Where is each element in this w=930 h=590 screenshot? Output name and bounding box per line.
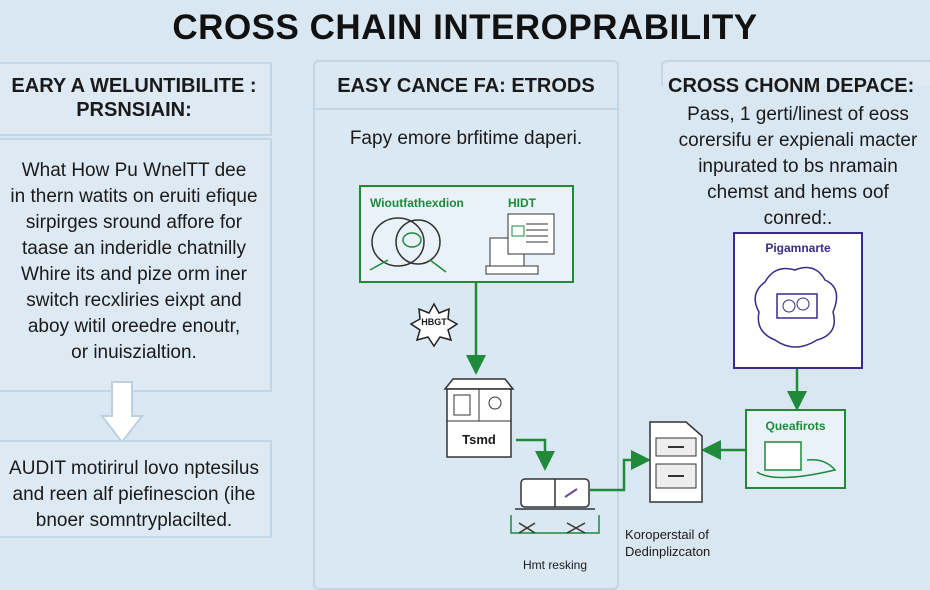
left-bottom-line: and reen alf piefinescion (ihe: [12, 484, 256, 505]
computer-document-icon: [485, 213, 555, 275]
page-title: CROSS CHAIN INTEROPRABILITY: [172, 8, 758, 47]
network-globe-icon: [369, 217, 447, 273]
left-body-line: Whire its and pize orm iner: [21, 264, 247, 285]
green-status-label: Queafirots: [765, 419, 826, 433]
right-body-line: conred:.: [763, 208, 833, 229]
down-arrow-icon: [99, 381, 145, 444]
burst-label: HBGT: [421, 317, 447, 327]
middle-panel-header: EASY CANCE FA: ETRODS: [337, 75, 595, 97]
left-panel-body: What How Pu WnelTT dee in thern watits o…: [0, 138, 272, 392]
cabinet-label: Koroperstail of Dedinplizcaton: [615, 526, 750, 560]
cabinet-label-line: Dedinplizcaton: [625, 544, 711, 559]
green-box-left-label: Wioutfathexdion: [370, 196, 464, 210]
house-node-icon: [443, 378, 515, 458]
left-body-line: taase an inderidle chatnilly: [22, 238, 246, 259]
left-panel-header: EARY A WELUNTIBILITE : PRSNSIAIN:: [0, 62, 272, 136]
left-bottom-line: AUDIT motirirul lovo nptesilus: [9, 458, 259, 479]
cabinet-label-line: Koroperstail of: [625, 527, 709, 542]
left-panel-bottom: AUDIT motirirul lovo nptesilus and reen …: [0, 440, 272, 538]
hub-label: Hmt resking: [522, 558, 587, 572]
house-label: Tsmd: [462, 432, 496, 447]
right-body-line: chemst and hems oof: [707, 182, 889, 203]
green-box-right-label: HIDT: [508, 196, 536, 210]
left-body-line: aboy witil oreedre enoutr,: [27, 316, 241, 337]
hub-device-icon: [510, 478, 600, 534]
right-body-line: Pass, 1 gerti/linest of eoss: [687, 104, 909, 125]
middle-subtitle: Fapy emore brfitime daperi.: [349, 128, 583, 149]
right-panel-body: Pass, 1 gerti/linest of eoss corersifu e…: [666, 102, 930, 232]
file-cabinet-icon: [649, 421, 703, 503]
left-body-line: What How Pu WnelTT dee: [21, 160, 247, 181]
left-body-line: or inuiszialtion.: [71, 342, 197, 363]
left-body-line: sirpirges sround affore for: [25, 212, 243, 233]
right-body-line: inpurated to bs nramain: [698, 156, 898, 177]
cloud-vault-icon: [754, 266, 838, 348]
left-bottom-line: bnoer somntryplacilted.: [35, 510, 233, 531]
connector-lines: [466, 283, 807, 492]
left-body-line: switch recxliries eixpt and: [26, 290, 242, 311]
laptop-icon: [756, 441, 837, 479]
divider: [315, 108, 617, 110]
right-panel-header-box: [661, 60, 930, 86]
right-panel-header: CROSS CHONM DEPACE:: [668, 75, 915, 97]
right-body-line: corersifu er expienali macter: [678, 130, 918, 151]
left-header-text: EARY A WELUNTIBILITE : PRSNSIAIN:: [11, 75, 257, 121]
burst-badge-icon: [409, 302, 459, 348]
purple-box-label: Pigamnarte: [765, 241, 831, 255]
left-body-line: in thern watits on eruiti efique: [10, 186, 258, 207]
